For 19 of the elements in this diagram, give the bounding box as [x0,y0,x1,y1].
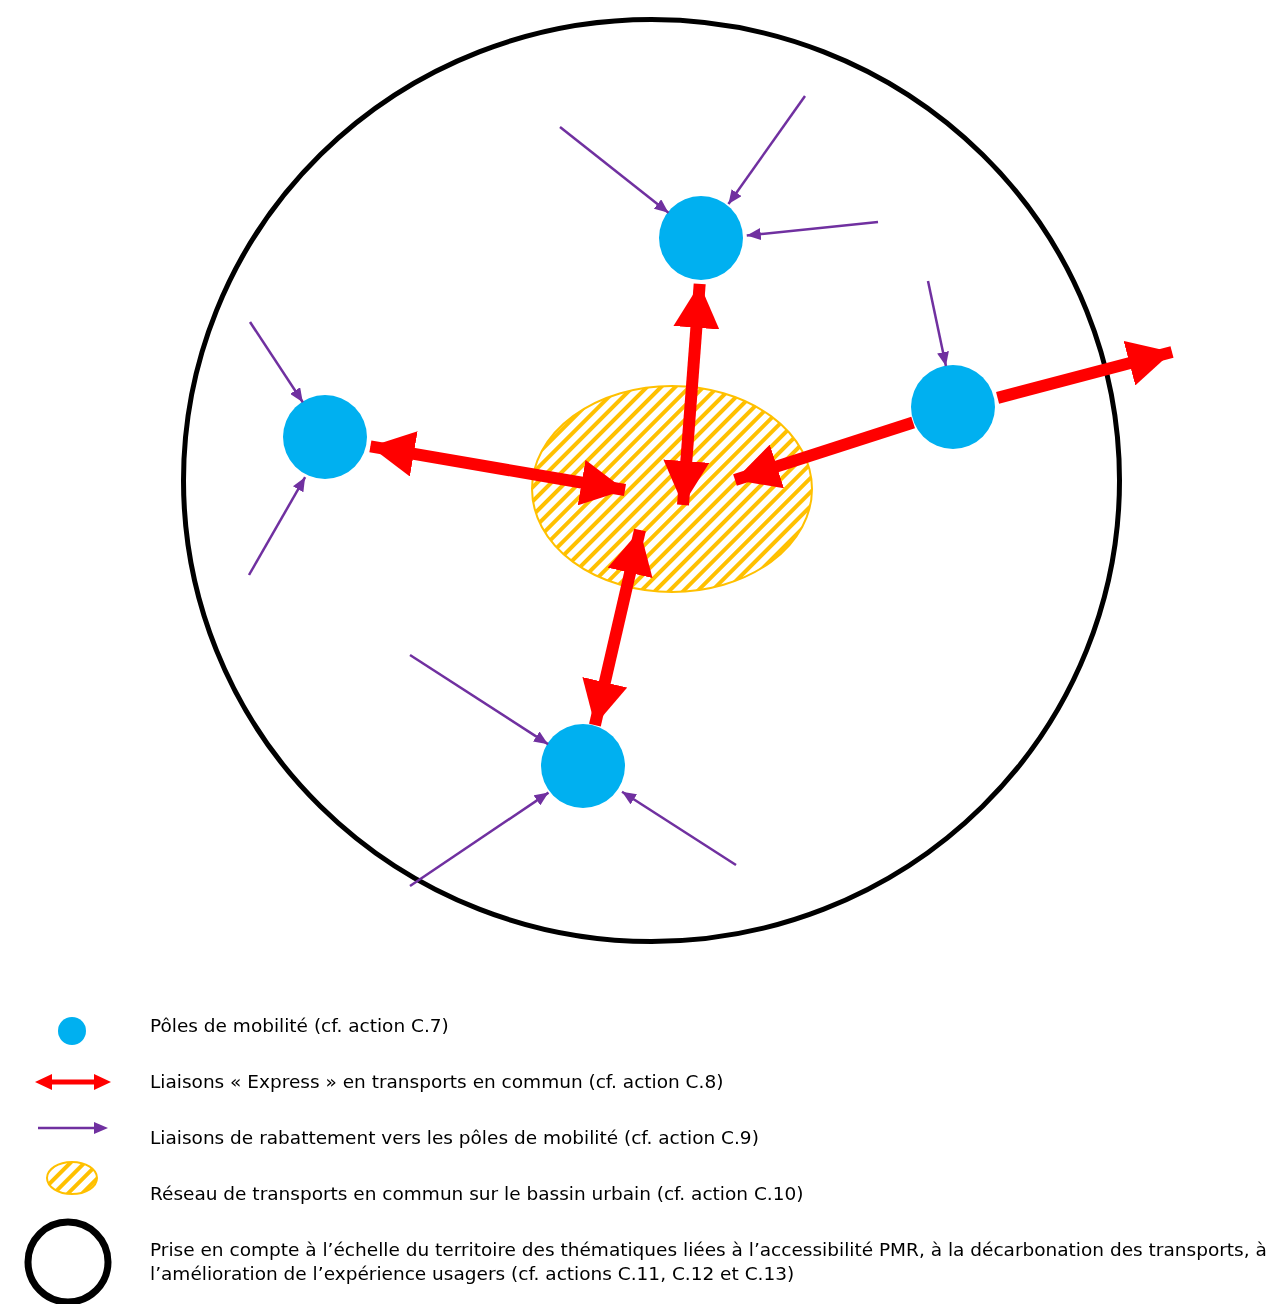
feeder-link-arrow [409,791,550,888]
legend-text: Réseau de transports en commun sur le bassin urbain (cf. action C.10) [150,1182,805,1206]
feeder-link-arrow [409,653,549,746]
express-link-arrow [996,340,1174,404]
legend-text: Prise en compte à l’échelle du territoire des thématiques liées à l’accessibilité PMR, à la décarbonation des transports, à l’amélioration de l’expérience usagers (cf. actions C.11, C.12 et C.13) [150,1238,1268,1286]
express-link-arrow [582,528,653,727]
feeder-link-arrow [559,126,670,214]
feeder-link-arrow [727,95,807,205]
legend-text: Pôles de mobilité (cf. action C.7) [150,1014,450,1038]
feeder-link-arrow [746,220,879,241]
feeder-link-arrow [621,790,737,867]
legend-text: Liaisons « Express » en transports en commun (cf. action C.8) [150,1070,725,1094]
express-link-arrow [369,431,626,506]
express-link-arrow [663,283,720,506]
express-link-arrow [733,416,915,489]
feeder-link-arrow [926,280,949,367]
legend-text: Liaisons de rabattement vers les pôles de mobilité (cf. action C.9) [150,1126,760,1150]
feeder-link-arrow [247,476,307,576]
feeder-link-arrow [248,321,304,403]
